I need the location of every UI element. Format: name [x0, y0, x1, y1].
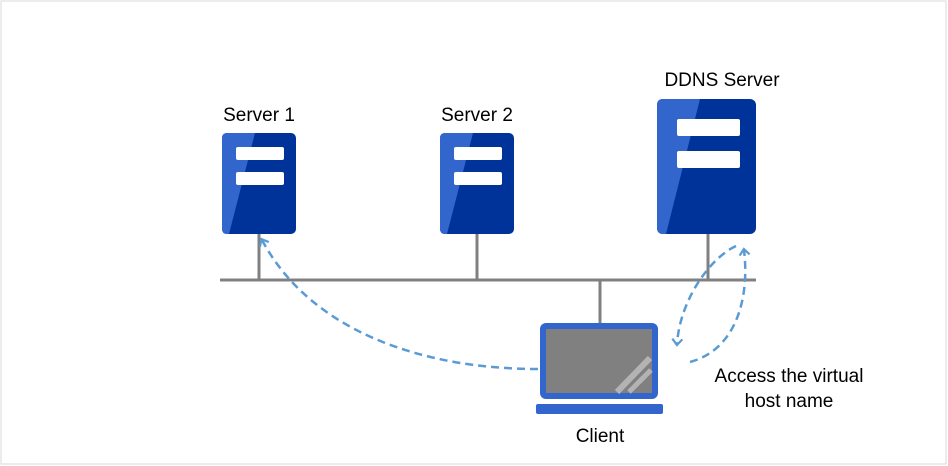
ddns-server-label: DDNS Server: [664, 70, 780, 91]
access-annotation-line1: Access the virtual: [715, 366, 864, 387]
query-ddns-arrow: [689, 247, 751, 364]
access-server1-arrow: [258, 237, 539, 371]
client-laptop-icon: [536, 323, 663, 414]
ddns-response-arrow: [671, 244, 737, 347]
server1-label: Server 1: [223, 105, 295, 126]
ddns-server-icon: [657, 99, 756, 234]
server2-label: Server 2: [441, 105, 513, 126]
access-annotation-line2: host name: [745, 391, 834, 412]
server1-icon: [222, 133, 296, 234]
client-label: Client: [576, 426, 625, 447]
server2-icon: [440, 133, 514, 234]
